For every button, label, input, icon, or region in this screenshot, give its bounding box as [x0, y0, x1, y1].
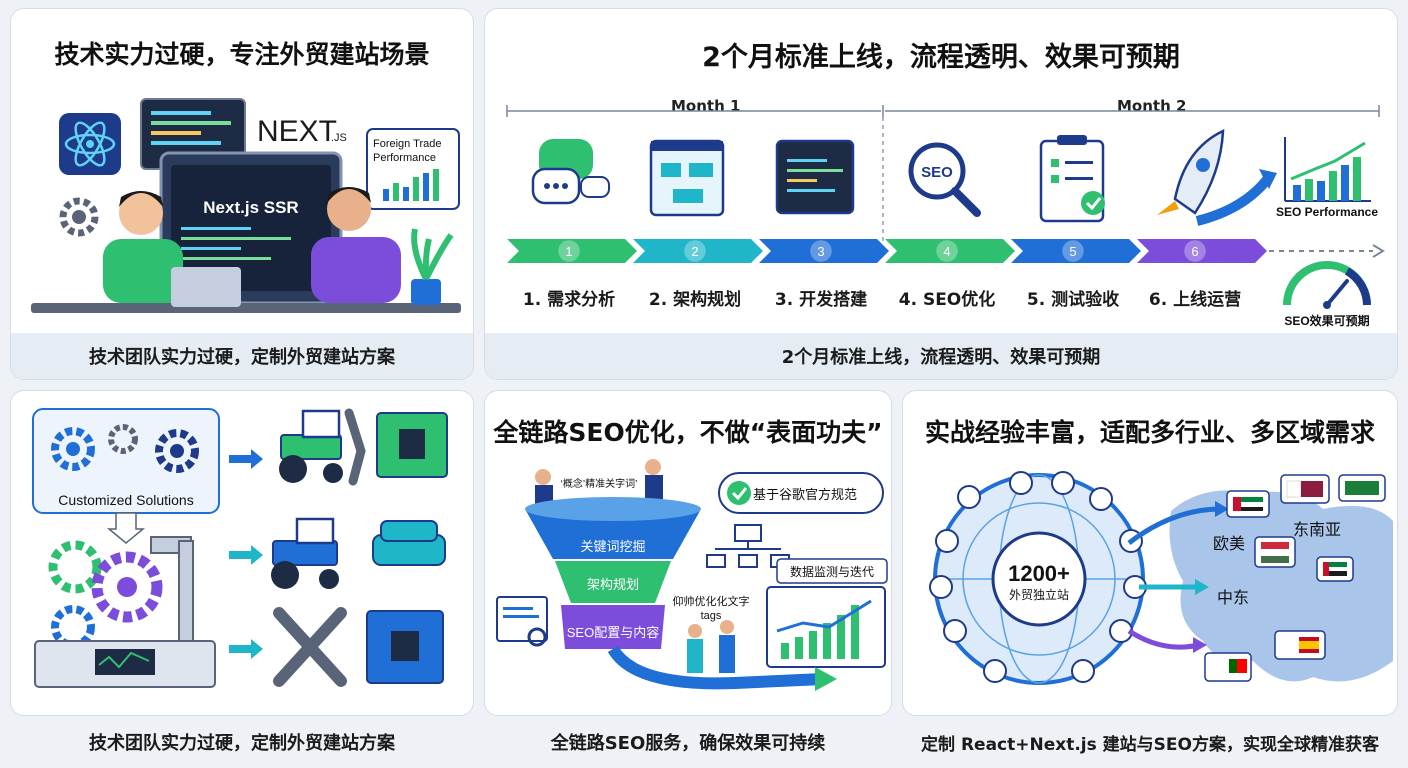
step-label-5: 5. 测试验收	[1026, 290, 1120, 310]
gears-icon	[51, 424, 199, 473]
flag-spain-icon	[1274, 630, 1326, 660]
panel-title: 实战经验丰富，适配多行业、多区域需求	[924, 418, 1375, 447]
svg-text:4: 4	[943, 244, 950, 259]
screen-text: Next.js SSR	[203, 198, 298, 217]
step-number-6: 6	[1184, 240, 1206, 262]
panel4-caption: 全链路SEO服务，确保效果可持续	[550, 733, 826, 754]
step-label-2: 2. 架构规划	[648, 290, 742, 310]
custom-solutions-illustration: Customized Solutions	[32, 408, 448, 688]
svg-text:3: 3	[817, 244, 824, 259]
funnel-stage-1: 关键词挖掘	[580, 539, 645, 554]
flag-hungary-icon	[1254, 536, 1296, 568]
timeline-panel: 2个月标准上线，流程透明、效果可预期 Month 1 Month 2	[484, 8, 1398, 380]
react-icon	[59, 113, 121, 175]
tech-strength-panel: 技术实力过硬，专注外贸建站场景 Next.js SSR NEXT .JS For…	[10, 8, 474, 380]
step-label-6: 6. 上线运营	[1148, 290, 1242, 310]
step-number-2: 2	[684, 240, 706, 262]
step-number-1: 1	[558, 240, 580, 262]
svg-text:2: 2	[691, 244, 698, 259]
data-badge: 数据监测与迭代	[790, 564, 874, 579]
svg-text:仰帅优化化文字: 仰帅优化化文字	[673, 594, 750, 608]
timeline-graphic: SEO SEO Performance	[506, 105, 1385, 328]
svg-text:.JS: .JS	[331, 132, 347, 144]
document-search-icon	[496, 596, 548, 647]
svg-text:SEO: SEO	[921, 164, 953, 181]
wrenches-icon	[273, 607, 347, 687]
developers-illustration: Next.js SSR NEXT .JS Foreign Trade Perfo…	[31, 98, 461, 313]
panel-caption: 2个月标准上线，流程透明、效果可预期	[485, 333, 1397, 379]
flag-saudi-icon	[1338, 474, 1386, 502]
svg-text:1: 1	[565, 244, 572, 259]
region-middle-east: 中东	[1217, 589, 1249, 607]
code-editor-icon	[775, 139, 855, 215]
step-label-3: 3. 开发搭建	[774, 290, 868, 310]
globe-illustration: 1200+ 外贸独立站 东南亚 欧美 中东	[929, 471, 1393, 685]
svg-text:Foreign Trade: Foreign Trade	[373, 138, 441, 150]
rocket-icon	[1157, 128, 1277, 226]
svg-text:Performance: Performance	[373, 152, 436, 164]
step-label-1: 1. 需求分析	[522, 290, 616, 310]
panel-title: 2个月标准上线，流程透明、效果可预期	[702, 42, 1180, 73]
svg-text:SEO效果可预期: SEO效果可预期	[1284, 313, 1369, 328]
sofa-icon	[372, 520, 446, 566]
flag-uae-icon	[1226, 490, 1270, 518]
svg-text:6: 6	[1191, 244, 1198, 259]
tractor-green-icon	[279, 409, 343, 483]
panel3-caption: 技术团队实力过硬，定制外贸建站方案	[89, 733, 395, 754]
chat-bubbles-icon	[531, 139, 610, 205]
seo-search-icon: SEO	[908, 142, 981, 217]
step-number-3: 3	[810, 240, 832, 262]
panel5-caption: 定制 React+Next.js 建站与SEO方案，实现全球精准获客	[921, 734, 1379, 755]
funnel-stage-3: SEO配置与内容	[567, 625, 659, 640]
step-label-4: 4. SEO优化	[898, 290, 996, 310]
circuit-board-icon-2	[366, 610, 444, 684]
svg-text:SEO Performance: SEO Performance	[1276, 205, 1378, 219]
tractor-blue-icon	[271, 517, 339, 589]
step-number-4: 4	[936, 240, 958, 262]
wrench-icon-1	[344, 408, 366, 486]
flag-uae-small-icon	[1316, 556, 1354, 582]
panel-title: 全链路SEO优化，不做“表面功夫”	[493, 418, 883, 447]
flag-qatar-icon	[1280, 474, 1330, 504]
circuit-board-icon-1	[376, 412, 448, 478]
region-west: 欧美	[1213, 535, 1245, 553]
gauge-icon: SEO效果可预期	[1283, 261, 1371, 328]
seo-funnel-panel: 全链路SEO优化，不做“表面功夫” ‘概念’精准关字词’ 关键词挖掘 架构规划 …	[484, 390, 892, 716]
step-number-5: 5	[1062, 240, 1084, 262]
svg-text:5: 5	[1069, 244, 1076, 259]
checklist-icon	[1039, 135, 1105, 223]
panel-title: 技术实力过硬，专注外贸建站场景	[54, 40, 430, 69]
site-count: 1200+	[1008, 561, 1070, 586]
panel-caption: 技术团队实力过硬，定制外贸建站方案	[11, 333, 473, 379]
site-count-label: 外贸独立站	[1009, 587, 1069, 602]
architecture-icon	[649, 139, 725, 217]
custom-solutions-panel: Customized Solutions	[10, 390, 474, 716]
solutions-label: Customized Solutions	[58, 492, 193, 508]
nextjs-logo-text: NEXT	[257, 115, 337, 148]
seo-performance-chart-icon: SEO Performance	[1276, 137, 1378, 219]
keyword-bubble: ‘概念’精准关字词’	[561, 477, 638, 490]
svg-text:tags: tags	[701, 610, 722, 622]
region-sea: 东南亚	[1293, 521, 1341, 539]
seo-funnel-illustration: ‘概念’精准关字词’ 关键词挖掘 架构规划 SEO配置与内容 基于谷歌官方规范 …	[496, 459, 888, 691]
google-badge: 基于谷歌官方规范	[753, 487, 857, 502]
funnel-stage-2: 架构规划	[587, 577, 639, 592]
flag-portugal-icon	[1204, 652, 1252, 682]
global-experience-panel: 实战经验丰富，适配多行业、多区域需求 1200+ 外贸独立站 东南亚 欧美 中东	[902, 390, 1398, 716]
